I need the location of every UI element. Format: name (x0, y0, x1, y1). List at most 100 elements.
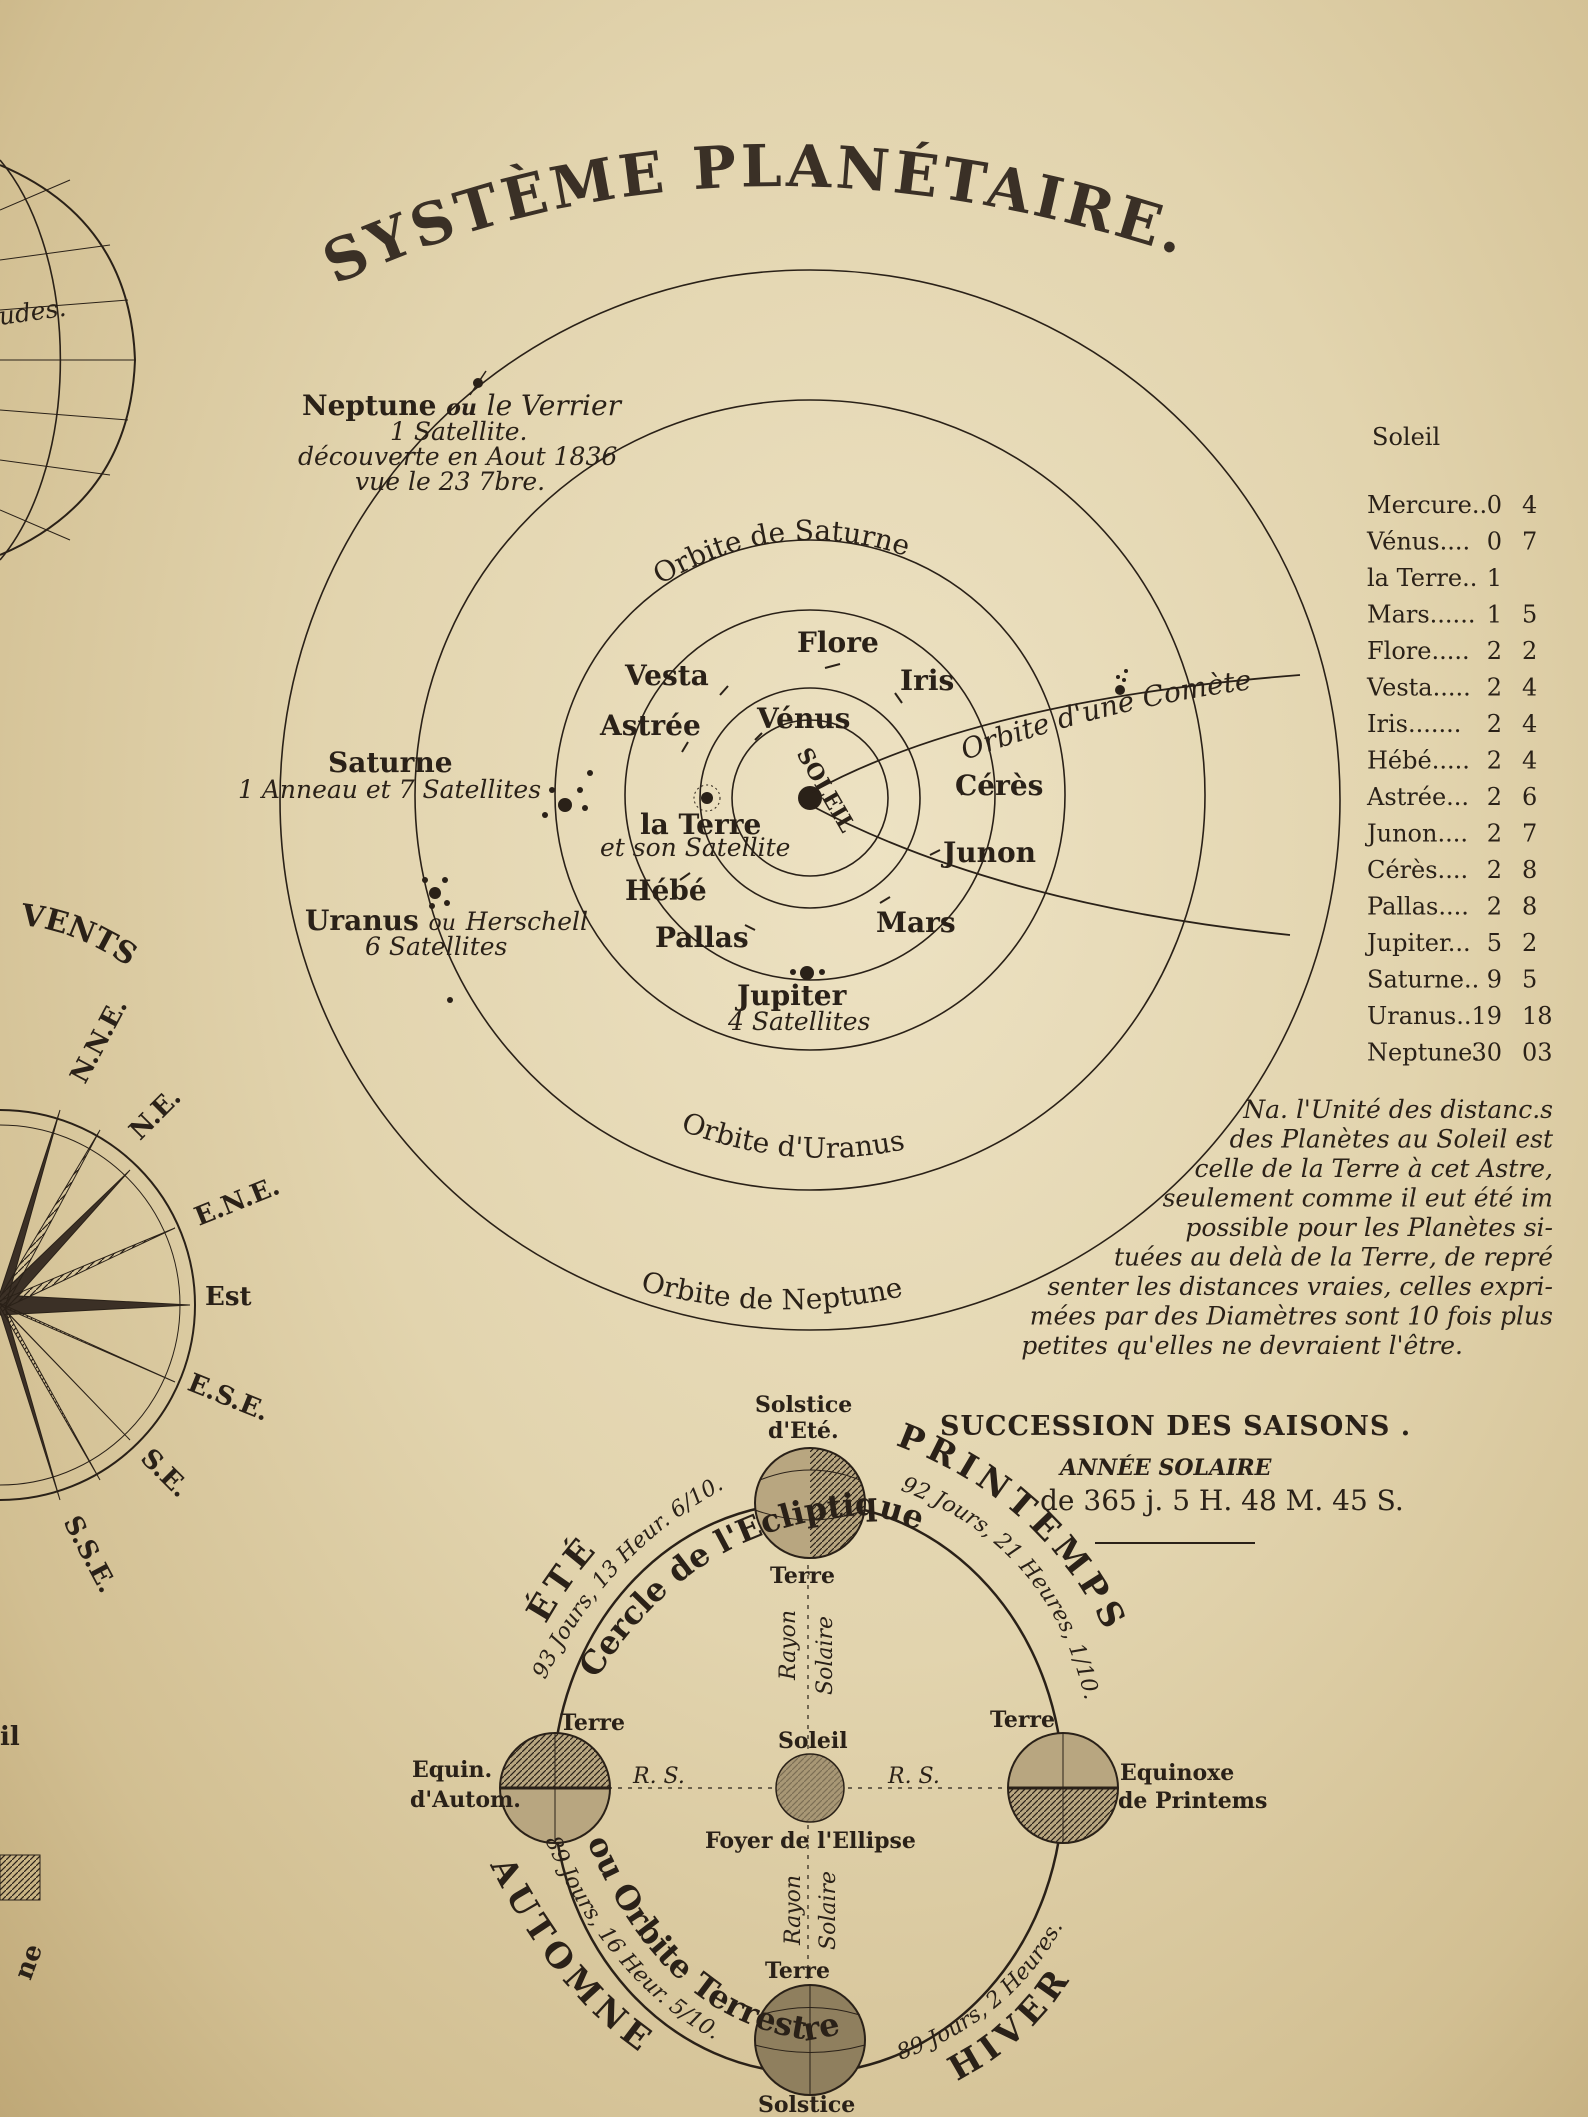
saturne-sub: 1 Anneau et 7 Satellites (238, 775, 541, 804)
distance-table-header: Soleil (1372, 423, 1440, 451)
jupiter-marker (790, 966, 825, 980)
distance-row-int: 30 (1471, 1039, 1502, 1067)
distance-row-int: 2 (1487, 893, 1502, 921)
distance-row-name: Cérès.... (1367, 856, 1468, 884)
sun-marker (798, 786, 822, 810)
distance-row-name: Mercure.. (1367, 491, 1487, 519)
planet-label-pallas: Pallas (655, 921, 749, 954)
wind-est: Est (205, 1282, 251, 1312)
distance-row-name: Pallas.... (1367, 893, 1469, 921)
distance-row-dec: 2 (1522, 929, 1537, 957)
distance-row-int: 1 (1487, 601, 1502, 629)
distance-row-name: Hébé..... (1367, 747, 1470, 775)
uranus-label: Uranus ou Herschell (305, 904, 588, 937)
planet-label-hebe: Hébé (625, 874, 707, 907)
distance-row-dec: 4 (1522, 674, 1537, 702)
orbit-venus (731, 719, 889, 877)
terre-summer: Terre (770, 1563, 835, 1589)
orbit-saturne (554, 539, 1066, 1051)
planet-label-mars: Mars (876, 906, 956, 939)
distance-row-name: Mars...... (1367, 601, 1475, 629)
distance-row-name: Uranus.. (1367, 1002, 1472, 1030)
orbit-terre (699, 687, 921, 909)
distance-row-name: la Terre.. (1367, 564, 1477, 592)
distance-row-int: 2 (1487, 674, 1502, 702)
jupiter-label: Jupiter (734, 979, 848, 1012)
equinox-autumn-2: d'Autom. (410, 1787, 521, 1813)
neptune-discovery: découverte en Aout 1836 (298, 442, 617, 471)
earth-globe-winter (754, 1984, 866, 2096)
distance-row-dec: 5 (1522, 966, 1537, 994)
note-line: tuées au delà de la Terre, de repré (1114, 1243, 1553, 1272)
rayon-bottom: Rayon (781, 1875, 806, 1946)
rayon-top: Rayon (776, 1610, 801, 1681)
terre-sub: et son Satellite (600, 833, 790, 862)
rs-left: R. S. (632, 1764, 685, 1789)
neptune-satellite: 1 Satellite. (390, 417, 528, 446)
equinox-autumn-1: Equin. (412, 1757, 492, 1783)
soleil-label: Soleil (778, 1728, 848, 1754)
wind-ne: N.E. (124, 1083, 188, 1147)
orbit-neptune (279, 269, 1341, 1331)
seasons-diagram: SUCCESSION DES SAISONS . ANNÉE SOLAIRE d… (410, 1392, 1411, 2117)
distance-row-int: 5 (1487, 929, 1502, 957)
note-line: Na. l'Unité des distanc.s (1242, 1095, 1553, 1124)
jupiter-sub: 4 Satellites (727, 1007, 870, 1036)
distance-row-name: Astrée... (1366, 783, 1469, 811)
sun-globe (775, 1753, 845, 1823)
distance-row-int: 19 (1471, 1002, 1502, 1030)
note-line: mées par des Diamètres sont 10 fois plus (1030, 1302, 1553, 1331)
orbit-comet-label: Orbite d'une Comète (956, 663, 1253, 766)
note-line: senter les distances vraies, celles expr… (1047, 1272, 1553, 1301)
comet-orbit-path (811, 674, 1301, 793)
orbit-neptune-label: Orbite de Neptune (638, 1265, 905, 1317)
wind-se: S.E. (134, 1443, 195, 1504)
distance-row-dec: 7 (1522, 528, 1537, 556)
terre-spring: Terre (990, 1707, 1055, 1733)
distance-row-int: 2 (1487, 820, 1502, 848)
planet-label-iris: Iris (900, 664, 954, 697)
distance-row-name: Saturne.. (1367, 966, 1479, 994)
distance-row-int: 2 (1487, 637, 1502, 665)
earth-globe-spring (1007, 1732, 1119, 1844)
distance-row-dec: 4 (1522, 747, 1537, 775)
asteroid-markers (679, 663, 963, 931)
solaire-bottom: Solaire (816, 1871, 841, 1950)
distance-row-dec: 8 (1522, 893, 1537, 921)
distance-row-dec: 7 (1522, 820, 1537, 848)
orbit-uranus-label: Orbite d'Uranus (678, 1106, 907, 1165)
terre-autumn: Terre (560, 1710, 625, 1736)
distance-row-int: 0 (1487, 491, 1502, 519)
wind-nne: N.N.E. (65, 994, 134, 1089)
comet-icon (1115, 669, 1128, 695)
distance-row-dec: 6 (1522, 783, 1537, 811)
distance-row-name: Jupiter... (1364, 929, 1471, 957)
note-line: petites qu'elles ne devraient l'être. (1021, 1331, 1463, 1360)
saturne-label: Saturne (328, 746, 453, 779)
planet-label-venus: Vénus (756, 702, 850, 735)
note-line: celle de la Terre à cet Astre, (1194, 1154, 1553, 1183)
distance-row-dec: 18 (1522, 1002, 1553, 1030)
planet-label-vesta: Vesta (624, 659, 709, 692)
earth-globe-autumn (499, 1732, 611, 1844)
solstice-hiver: Solstice (758, 2092, 855, 2117)
distance-row-int: 2 (1487, 856, 1502, 884)
seasons-title: SUCCESSION DES SAISONS . (940, 1411, 1411, 1442)
distance-row-dec: 2 (1522, 637, 1537, 665)
saturn-marker (542, 770, 593, 818)
note-line: des Planètes au Soleil est (1230, 1125, 1554, 1154)
wind-rose: VENTS N.N.E. N.E. E.N.E. Est E.S.E. S.E.… (0, 898, 284, 1984)
distance-row-dec: 4 (1522, 710, 1537, 738)
distance-row-int: 2 (1487, 747, 1502, 775)
orbit-jupiter (624, 609, 996, 981)
neptune-label: Neptune ou le Verrier (302, 389, 623, 422)
orbit-uranus (414, 399, 1206, 1191)
ecliptic-label-1: Cercle de l'Ecliptique (571, 1485, 930, 1684)
equinox-spring-1: Equinoxe (1120, 1760, 1234, 1786)
solstice-ete-2: d'Eté. (768, 1418, 839, 1444)
seasons-duration: de 365 j. 5 H. 48 M. 45 S. (1040, 1484, 1404, 1517)
left-globe-fragment (0, 1854, 41, 1901)
note-line: seulement comme il eut été im (1163, 1184, 1553, 1213)
